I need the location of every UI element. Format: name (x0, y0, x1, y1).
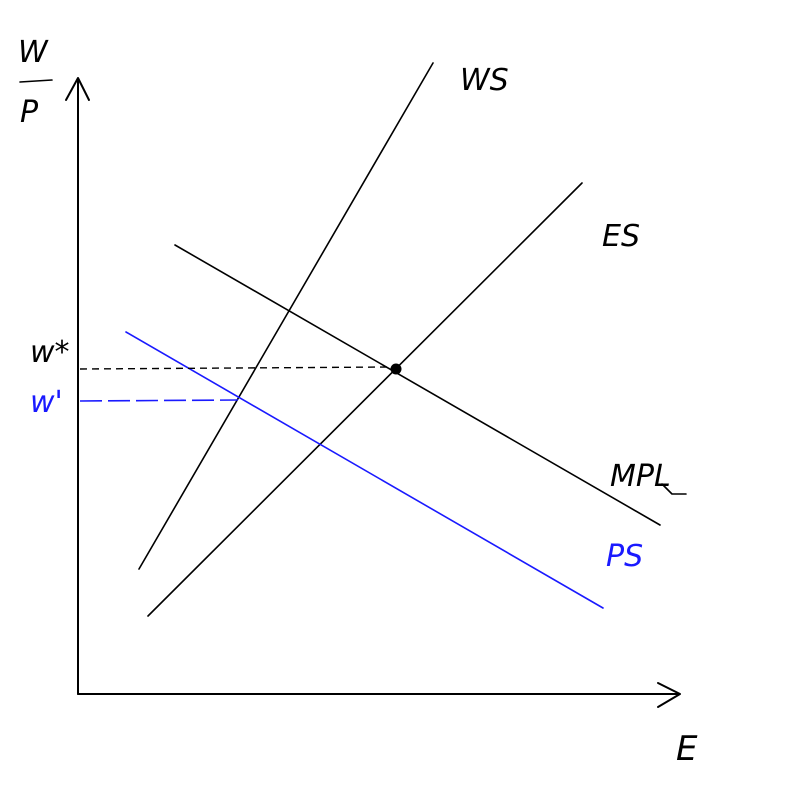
x-axis-label: E (676, 729, 698, 769)
equilibrium-guides (79, 363, 402, 402)
x-axis-arrowhead (657, 682, 681, 708)
mpl-curve (174, 244, 661, 526)
ws-curve (138, 62, 434, 570)
curves (125, 62, 661, 617)
axes (65, 77, 681, 708)
w-prime-label: w' (30, 385, 63, 420)
es-label: ES (602, 219, 640, 254)
w-prime-dashed-line (79, 399, 239, 402)
equilibrium-point (390, 363, 402, 375)
y-axis-label: W P (18, 35, 53, 130)
mpl-label-tail (661, 483, 687, 495)
y-axis-label-numerator: W (18, 35, 49, 70)
y-axis-label-fraction-bar (19, 79, 53, 83)
w-star-dashed-line (79, 366, 393, 370)
y-axis-label-denominator: P (20, 95, 39, 130)
y-axis-arrowhead (65, 77, 90, 101)
ws-label: WS (460, 63, 509, 98)
w-star-label: w* (30, 335, 70, 370)
ps-curve (125, 331, 604, 609)
es-curve (147, 182, 583, 617)
mpl-label: MPL (610, 459, 671, 494)
ps-label: PS (606, 539, 643, 574)
